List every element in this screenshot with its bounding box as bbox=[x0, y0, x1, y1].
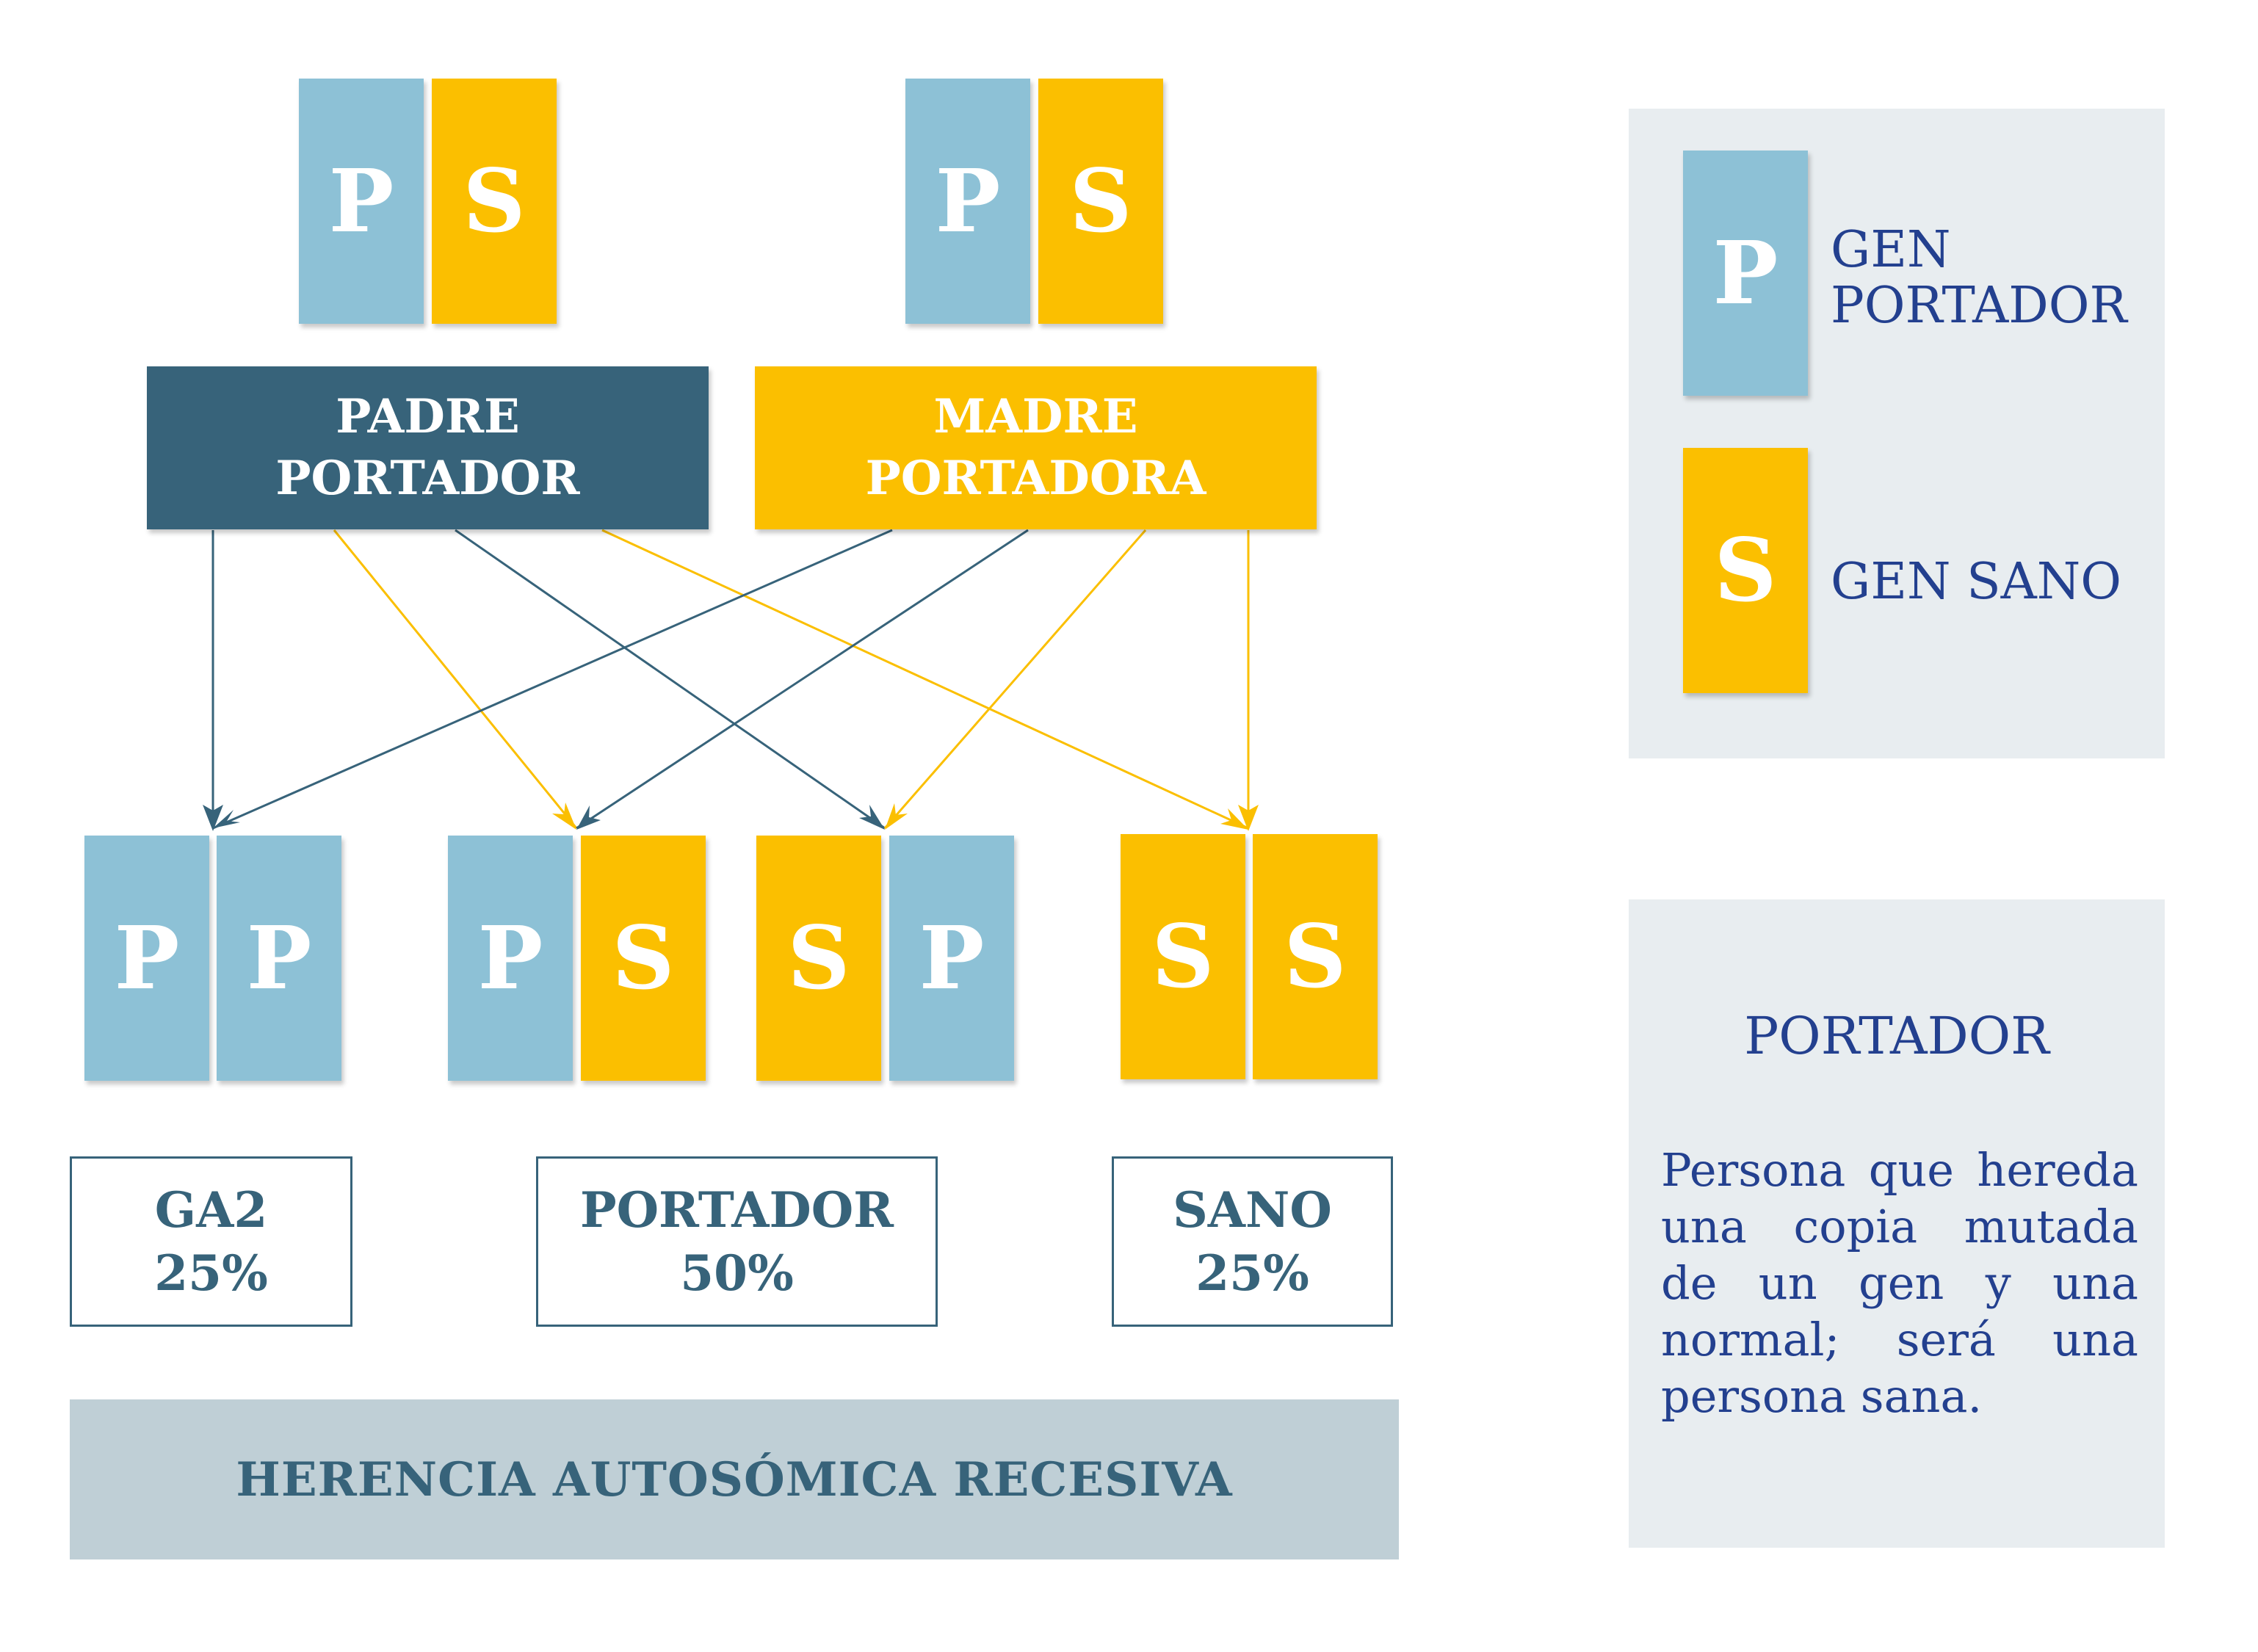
mother-label-line1: MADRE bbox=[933, 389, 1138, 444]
child1-gene-2: P bbox=[217, 836, 341, 1081]
arrowhead-child3-b bbox=[885, 803, 908, 830]
legend-carrier-line1: GEN bbox=[1831, 221, 1951, 279]
definition-title: PORTADOR bbox=[1744, 1006, 2049, 1066]
legend-carrier-gene: P bbox=[1683, 151, 1808, 396]
child2-gene-1: P bbox=[448, 836, 573, 1081]
title-banner-text: HERENCIA AUTOSÓMICA RECESIVA bbox=[236, 1452, 1233, 1507]
legend-carrier-label: GEN PORTADOR bbox=[1831, 222, 2127, 334]
legend-healthy-label: GEN SANO bbox=[1831, 553, 2122, 611]
father-label: PADRE PORTADOR bbox=[147, 366, 709, 529]
outcome-portador: PORTADOR 50% bbox=[536, 1156, 938, 1327]
father-label-line1: PADRE bbox=[336, 389, 520, 444]
child2-gene-2: S bbox=[581, 836, 706, 1081]
arrowhead-child2-a bbox=[552, 803, 576, 830]
arrow-father-to-child4 bbox=[601, 529, 1249, 830]
arrowhead-child4-b bbox=[1238, 805, 1259, 831]
mother-gene-2: S bbox=[1038, 79, 1163, 324]
legend-carrier-line2: PORTADOR bbox=[1831, 277, 2127, 335]
arrowhead-child3-a bbox=[859, 805, 885, 830]
outcome-sano-name: SANO bbox=[1173, 1181, 1332, 1239]
child1-gene-1: P bbox=[84, 836, 209, 1081]
arrowhead-child2-b bbox=[576, 805, 601, 830]
arrowhead-child4-a bbox=[1220, 808, 1248, 830]
arrowhead-child1-b bbox=[213, 810, 240, 828]
legend-healthy-gene: S bbox=[1683, 448, 1808, 693]
father-label-line2: PORTADOR bbox=[275, 451, 580, 506]
arrow-mother-to-child1 bbox=[212, 529, 893, 830]
outcome-portador-percent: 50% bbox=[680, 1245, 794, 1302]
child4-gene-2: S bbox=[1253, 834, 1378, 1079]
title-banner: HERENCIA AUTOSÓMICA RECESIVA bbox=[70, 1399, 1399, 1559]
definition-text: Persona que hereda una copia mutada de u… bbox=[1661, 1143, 2138, 1423]
outcome-sano: SANO 25% bbox=[1112, 1156, 1393, 1327]
mother-gene-1: P bbox=[905, 79, 1030, 324]
outcome-ga2-percent: 25% bbox=[154, 1245, 268, 1302]
arrow-mother-to-child3 bbox=[883, 529, 1147, 829]
father-gene-1: P bbox=[299, 79, 424, 324]
arrow-father-to-child2 bbox=[333, 529, 578, 829]
mother-label-line2: PORTADORA bbox=[865, 451, 1206, 506]
outcome-portador-name: PORTADOR bbox=[579, 1181, 894, 1239]
child4-gene-1: S bbox=[1121, 834, 1245, 1079]
child3-gene-1: S bbox=[756, 836, 881, 1081]
father-gene-2: S bbox=[432, 79, 557, 324]
outcome-sano-percent: 25% bbox=[1195, 1245, 1309, 1302]
arrowhead-child1-a bbox=[203, 805, 223, 831]
arrow-father-to-child3 bbox=[455, 529, 886, 830]
child3-gene-2: P bbox=[889, 836, 1014, 1081]
mother-label: MADRE PORTADORA bbox=[755, 366, 1317, 529]
arrow-mother-to-child2 bbox=[576, 529, 1029, 830]
outcome-ga2: GA2 25% bbox=[70, 1156, 352, 1327]
definition-panel bbox=[1629, 899, 2165, 1548]
outcome-ga2-name: GA2 bbox=[154, 1181, 268, 1239]
